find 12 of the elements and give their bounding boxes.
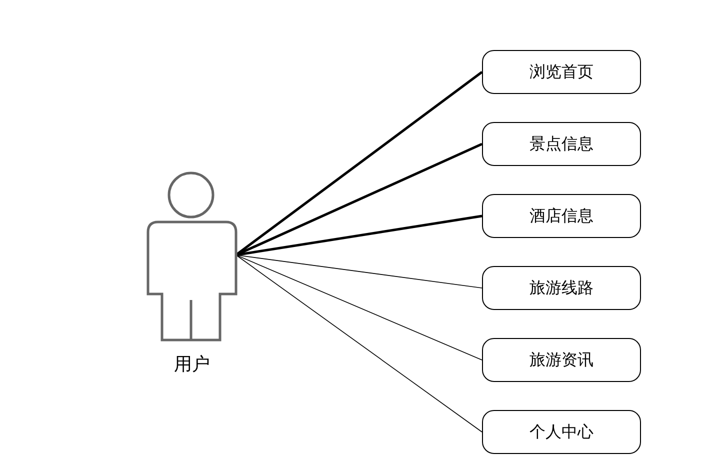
use-case-box: 旅游线路: [482, 266, 641, 310]
use-case-box: 浏览首页: [482, 50, 641, 94]
use-case-box: 个人中心: [482, 410, 641, 454]
use-case-box: 酒店信息: [482, 194, 641, 238]
connector-line: [235, 71, 483, 256]
use-case-box: 景点信息: [482, 122, 641, 166]
actor-label: 用户: [173, 353, 211, 376]
connector-line: [236, 254, 482, 432]
use-case-box: 旅游资讯: [482, 338, 641, 382]
connector-line: [236, 254, 482, 360]
connector-line: [236, 214, 482, 256]
connector-line: [236, 254, 482, 288]
